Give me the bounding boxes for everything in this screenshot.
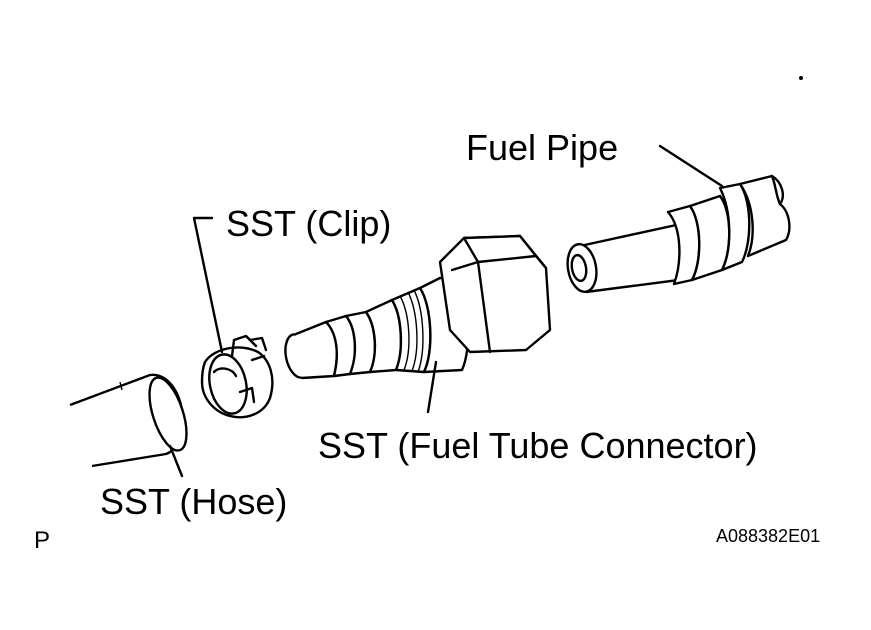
label-sst-connector: SST (Fuel Tube Connector) [318, 425, 758, 466]
label-sst-clip: SST (Clip) [226, 203, 391, 244]
leader-line-fuel-pipe [658, 144, 724, 188]
label-sst-hose: SST (Hose) [100, 481, 287, 522]
fuel-pipe-part [566, 174, 791, 294]
label-fuel-pipe: Fuel Pipe [466, 127, 618, 168]
corner-mark: P [34, 527, 50, 554]
sst-hose-part [69, 373, 188, 468]
leader-line-sst-connector [426, 360, 438, 414]
leader-line-sst-hose [168, 444, 184, 478]
sst-clip-part [200, 334, 274, 419]
figure-code: A088382E01 [716, 526, 820, 546]
leader-line-sst-clip [192, 216, 224, 354]
stray-dot [799, 76, 803, 80]
sst-fuel-tube-connector-part [284, 234, 552, 380]
